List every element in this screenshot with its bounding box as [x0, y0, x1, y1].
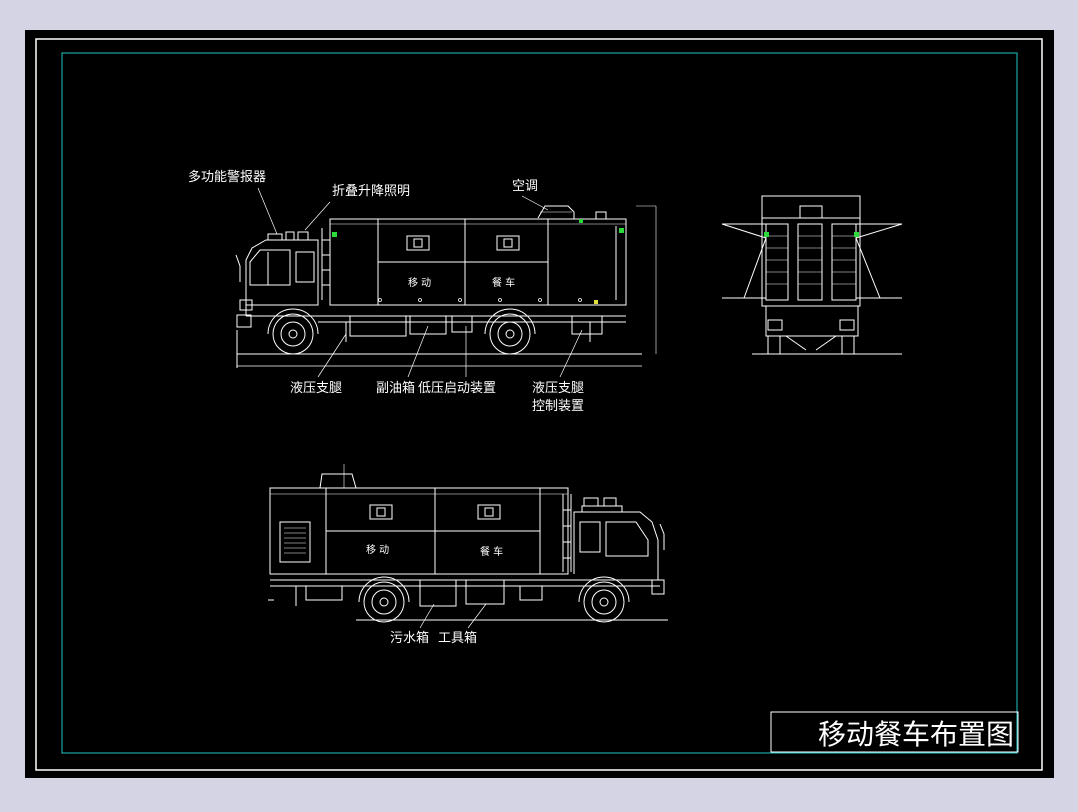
truck-side-view-left	[235, 187, 657, 378]
body-text-left-b: 餐 车	[492, 276, 515, 289]
label-aux-fuel-tank: 副油箱	[376, 380, 415, 396]
truck-rear-view	[721, 195, 903, 355]
label-aircon: 空调	[512, 179, 538, 194]
label-outrigger: 液压支腿	[290, 381, 342, 396]
drawing-background	[25, 30, 1054, 778]
label-alarm: 多功能警报器	[188, 169, 266, 185]
accent-markers-left	[332, 219, 624, 304]
label-lift-light: 折叠升降照明	[332, 184, 410, 199]
drawing-title: 移动餐车布置图	[818, 718, 1014, 751]
body-text-right-b: 餐 车	[480, 545, 503, 558]
body-text-right-a: 移 动	[366, 543, 389, 556]
label-low-voltage-starter: 低压启动装置	[418, 381, 496, 396]
body-text-left-a: 移 动	[408, 276, 431, 289]
inner-frame	[61, 52, 1018, 754]
label-sewage-tank: 污水箱	[390, 630, 429, 646]
title-block	[770, 711, 1019, 753]
truck-side-view-right	[268, 464, 668, 629]
label-outrigger-control-1: 液压支腿	[532, 381, 584, 396]
accent-markers-rear	[764, 232, 859, 237]
outer-frame	[35, 38, 1043, 771]
label-tool-box: 工具箱	[438, 630, 477, 646]
label-outrigger-control-2: 控制装置	[532, 399, 584, 414]
